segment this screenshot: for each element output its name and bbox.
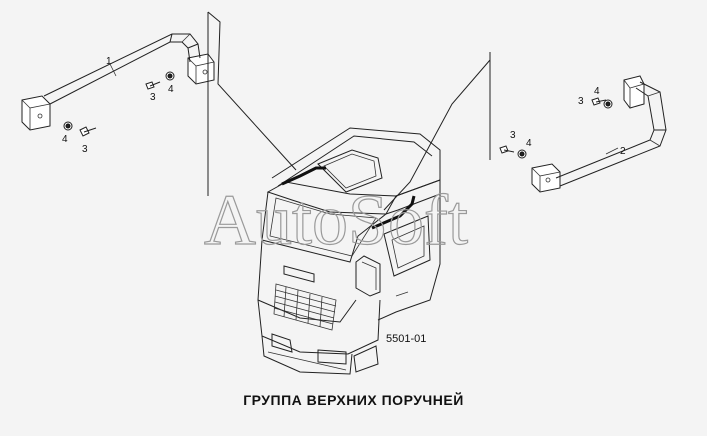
drawing-code: 5501-01 <box>386 333 426 345</box>
detail-leader-lines <box>207 11 491 211</box>
callout-bolt-right-side: 3 <box>510 130 516 141</box>
callout-washer-left-top: 4 <box>168 84 174 95</box>
fasteners-left <box>63 71 175 137</box>
fasteners-right <box>499 97 613 159</box>
callout-rail-right: 2 <box>620 146 626 157</box>
callout-bolt-left-top: 3 <box>150 92 156 103</box>
handrail-left <box>21 33 215 131</box>
callout-rail-left: 1 <box>106 56 112 67</box>
watermark-text: AutoSoft <box>204 180 468 260</box>
diagram-title: ГРУППА ВЕРХНИХ ПОРУЧНЕЙ <box>243 392 464 408</box>
callout-washer-right-side: 4 <box>526 138 532 149</box>
callout-bolt-left-bottom: 3 <box>82 144 88 155</box>
callout-washer-left-bottom: 4 <box>62 134 68 145</box>
callout-washer-right-top: 4 <box>594 86 600 97</box>
callout-bolt-right-top: 3 <box>578 96 584 107</box>
handrail-right <box>531 75 667 193</box>
truck-cab-drawing <box>257 127 441 375</box>
